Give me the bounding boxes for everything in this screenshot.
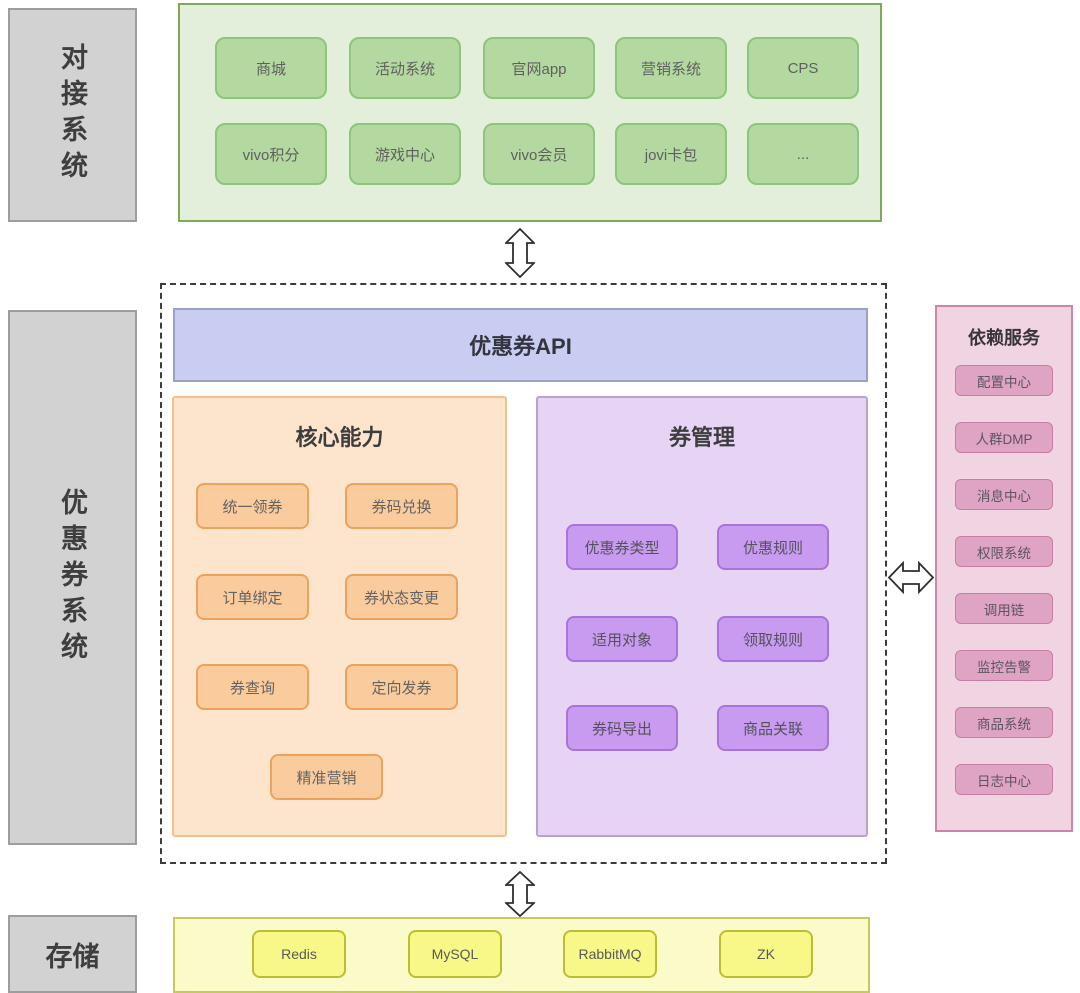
core-capability-item: 券状态变更 — [345, 574, 458, 620]
panel-title: 核心能力 — [295, 425, 384, 450]
storage-item: RabbitMQ — [563, 930, 657, 978]
coupon-management-item: 优惠券类型 — [566, 524, 678, 570]
connected-system-item: jovi卡包 — [615, 123, 727, 185]
section-label-connected-systems: 对接系统 — [8, 8, 137, 222]
core-capability-item: 统一领券 — [196, 483, 309, 529]
panel-title: 券管理 — [668, 425, 735, 450]
dependency-item: 消息中心 — [955, 479, 1053, 510]
connected-system-item: 活动系统 — [349, 37, 461, 99]
storage-item: Redis — [252, 930, 346, 978]
dependency-item: 调用链 — [955, 593, 1053, 624]
section-label-text: 对接系统 — [57, 43, 87, 187]
coupon-management-item: 优惠规则 — [717, 524, 829, 570]
connected-system-item: vivo积分 — [215, 123, 327, 185]
coupon-management-item: 商品关联 — [717, 705, 829, 751]
connected-system-item: CPS — [747, 37, 859, 99]
dependency-item: 日志中心 — [955, 764, 1053, 795]
connected-system-item: vivo会员 — [483, 123, 595, 185]
coupon-management-item: 领取规则 — [717, 616, 829, 662]
panel-title: 依赖服务 — [968, 328, 1040, 348]
connected-system-item: 商城 — [215, 37, 327, 99]
connected-system-item: 营销系统 — [615, 37, 727, 99]
core-capability-item: 订单绑定 — [196, 574, 309, 620]
double-arrow-vertical-bottom-icon — [505, 871, 535, 917]
core-capability-item: 券码兑换 — [345, 483, 458, 529]
section-label-text: 优惠券系统 — [57, 487, 87, 668]
core-capability-item: 定向发券 — [345, 664, 458, 710]
core-capability-item: 券查询 — [196, 664, 309, 710]
dependency-item: 权限系统 — [955, 536, 1053, 567]
section-label-coupon-system: 优惠券系统 — [8, 310, 137, 845]
double-arrow-vertical-top-icon — [505, 228, 535, 278]
core-capability-item: 精准营销 — [270, 754, 383, 800]
section-label-storage: 存储 — [8, 915, 137, 993]
storage-item: ZK — [719, 930, 813, 978]
connected-system-item: 官网app — [483, 37, 595, 99]
coupon-management-item: 适用对象 — [566, 616, 678, 662]
connected-systems-panel: 商城 活动系统 官网app 营销系统 CPS vivo积分 游戏中心 vivo会… — [178, 3, 882, 222]
dependency-item: 监控告警 — [955, 650, 1053, 681]
coupon-management-item: 券码导出 — [566, 705, 678, 751]
coupon-api-header: 优惠券API — [173, 308, 868, 382]
storage-item: MySQL — [408, 930, 502, 978]
dependency-item: 人群DMP — [955, 422, 1053, 453]
connected-system-item: 游戏中心 — [349, 123, 461, 185]
dependency-item: 商品系统 — [955, 707, 1053, 738]
double-arrow-horizontal-icon — [888, 559, 934, 596]
connected-system-item: ... — [747, 123, 859, 185]
coupon-system-container — [160, 283, 887, 864]
section-label-text: 存储 — [45, 941, 100, 972]
dependency-item: 配置中心 — [955, 365, 1053, 396]
